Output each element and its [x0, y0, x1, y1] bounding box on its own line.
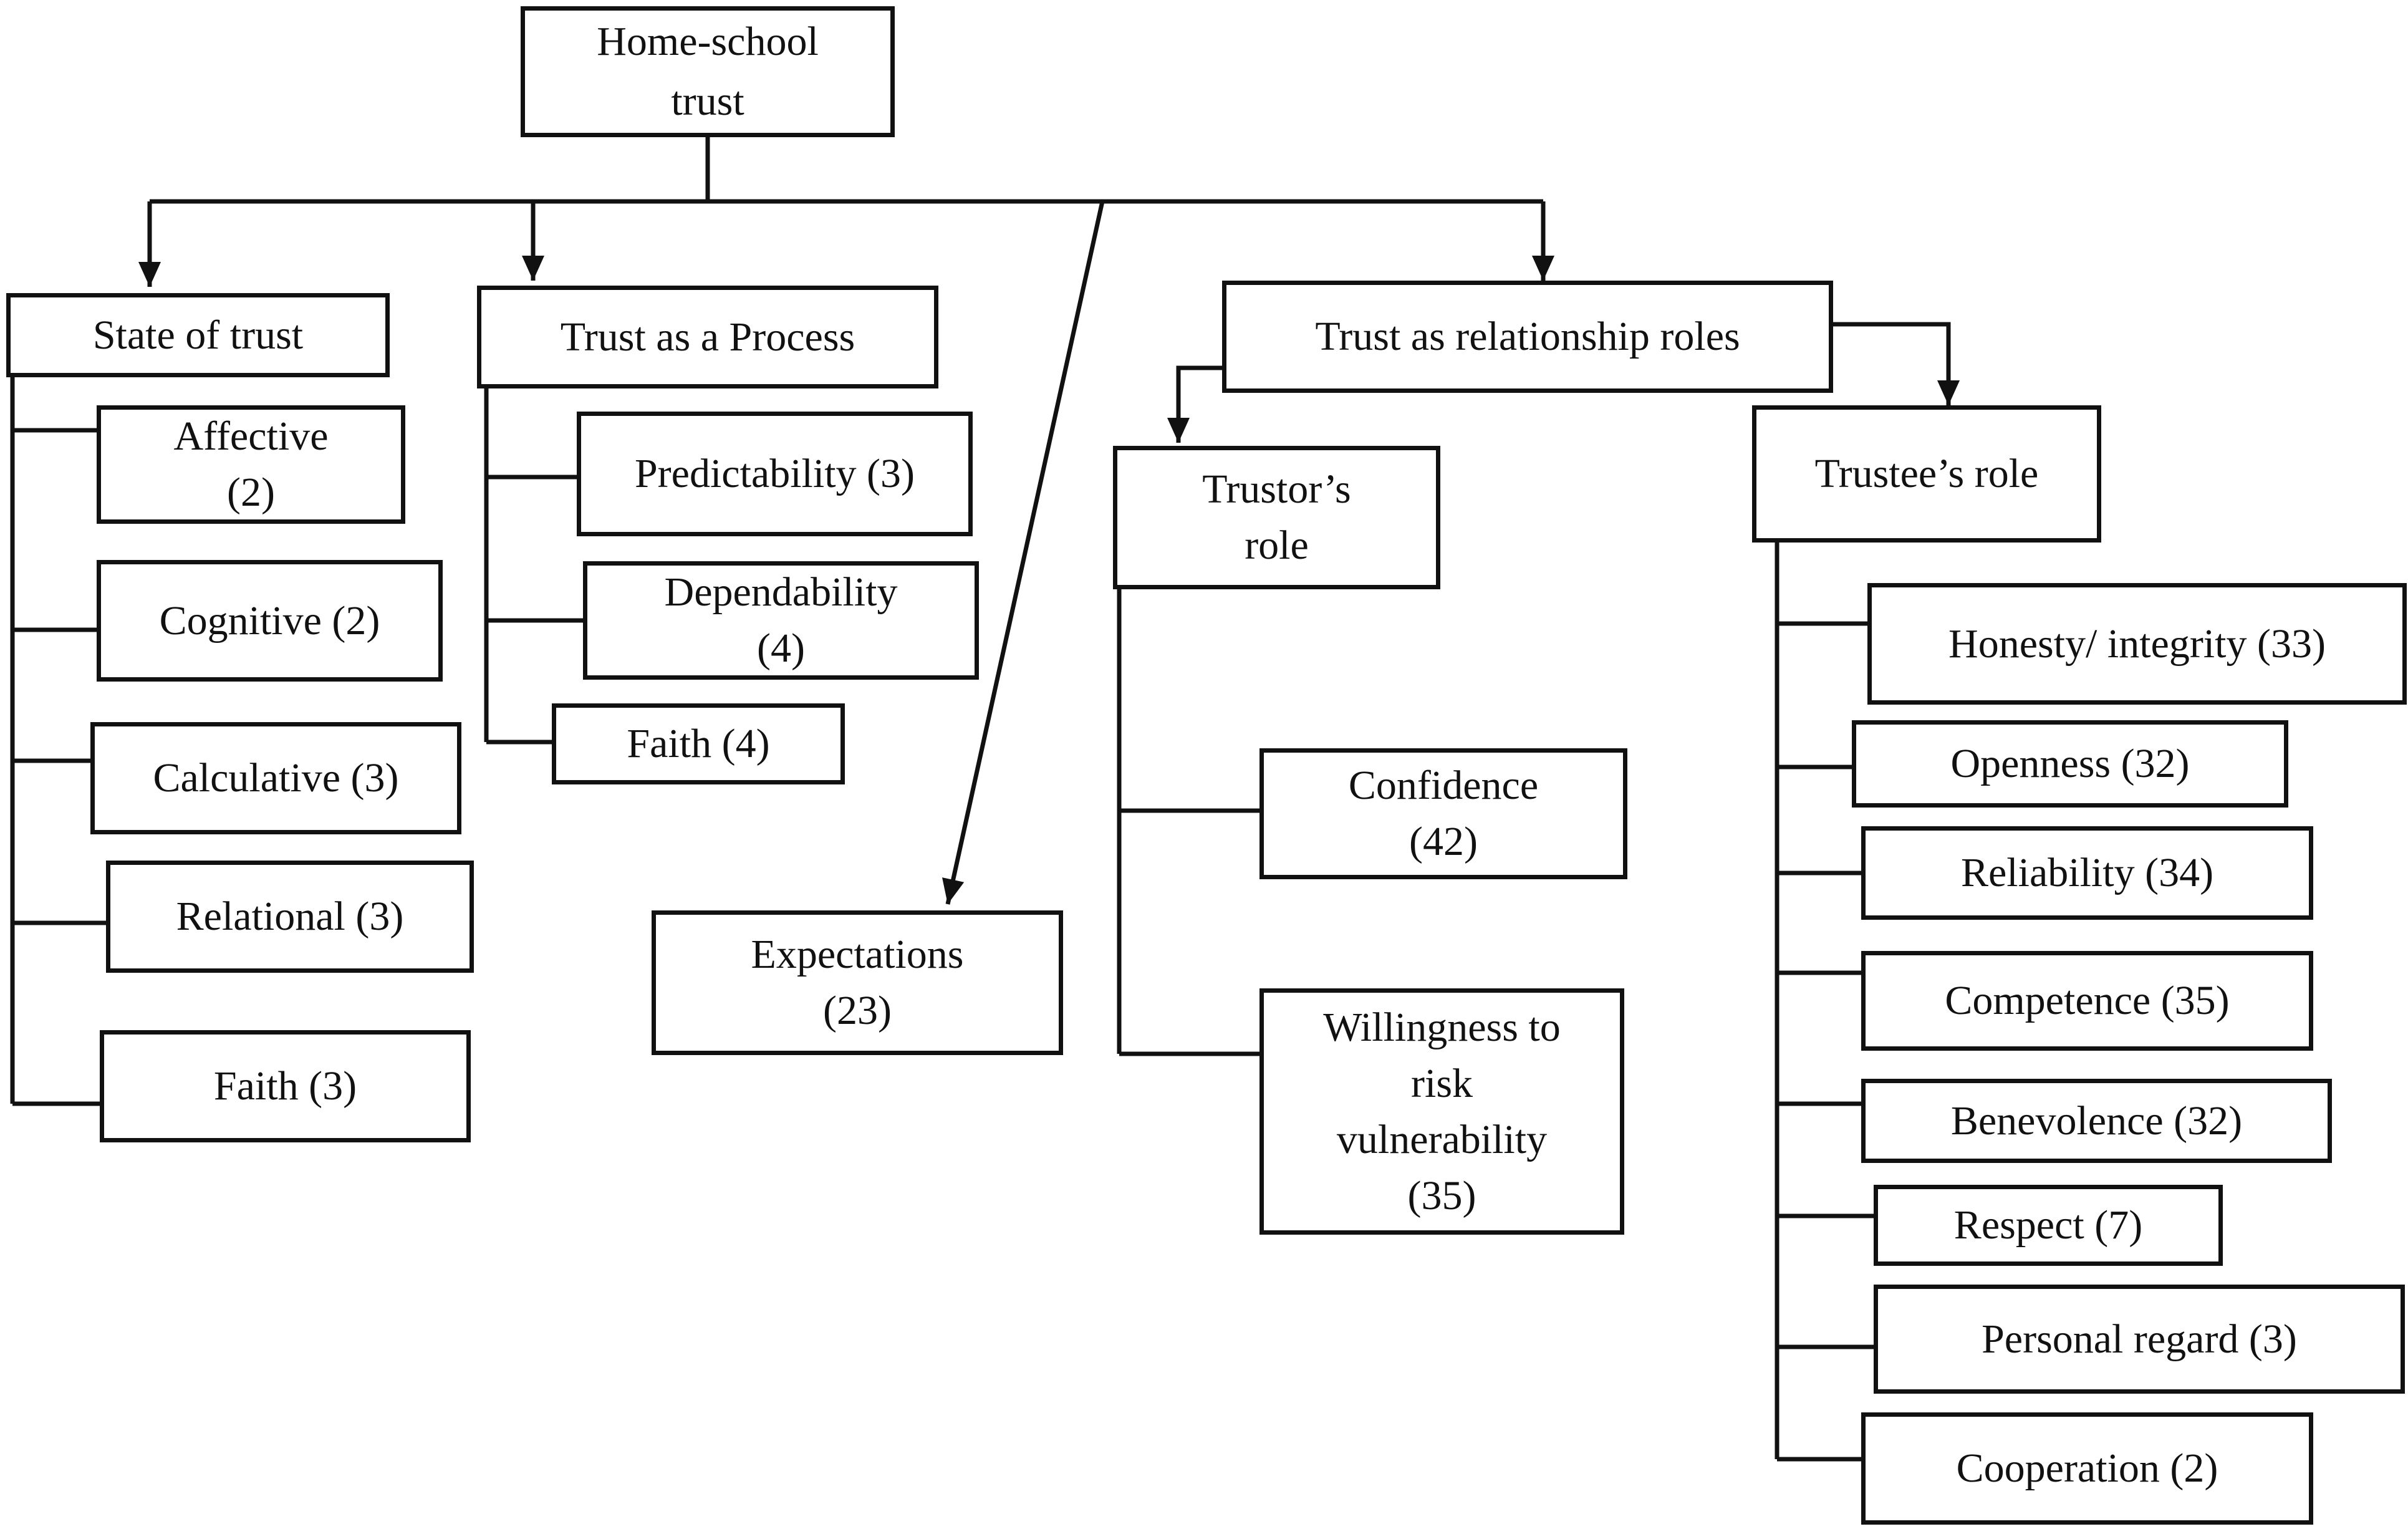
trustor-role-label: Trustor’s role [1202, 466, 1351, 568]
trustor-item-confidence: Confidence (42) [1259, 748, 1627, 879]
relationship-roles-label: Trust as relationship roles [1315, 314, 1740, 359]
trustee-role-label: Trustee’s role [1814, 451, 2039, 496]
state-item-relational: Relational (3) [106, 861, 474, 973]
state-item-affective: Affective (2) [97, 405, 405, 524]
state-of-trust-node: State of trust [6, 293, 390, 377]
root-node: Home-school trust [521, 6, 895, 137]
trustee-item-reliability: Reliability (34) [1861, 826, 2313, 920]
arrow-to-expectations [942, 201, 1105, 905]
trustee-item-competence: Competence (35) [1861, 951, 2313, 1051]
state-item-calculative: Calculative (3) [90, 722, 461, 834]
state-item-faith: Faith (3) [100, 1030, 471, 1142]
root-label: Home-school trust [597, 19, 819, 124]
process-item-dependability: Dependability (4) [583, 561, 979, 680]
arrow-to-trustor [1167, 365, 1226, 443]
trustee-item-cooperation: Cooperation (2) [1861, 1412, 2313, 1525]
trustor-item-willingness: Willingness to risk vulnerability (35) [1259, 988, 1624, 1235]
trustee-item-personal-regard: Personal regard (3) [1874, 1285, 2405, 1394]
process-node: Trust as a Process [477, 286, 938, 388]
process-label: Trust as a Process [560, 314, 855, 360]
trustee-item-openness: Openness (32) [1852, 720, 2288, 808]
trustee-item-benevolence: Benevolence (32) [1861, 1079, 2332, 1163]
expectations-label: Expectations (23) [751, 932, 964, 1033]
expectations-node: Expectations (23) [652, 910, 1063, 1055]
trustee-role-node: Trustee’s role [1752, 405, 2101, 543]
state-item-cognitive: Cognitive (2) [97, 560, 443, 682]
trustee-item-honesty: Honesty/ integrity (33) [1867, 583, 2407, 705]
process-item-faith: Faith (4) [552, 703, 845, 784]
state-of-trust-label: State of trust [92, 312, 304, 358]
arrow-to-trustee [1833, 322, 1960, 405]
trustee-item-respect: Respect (7) [1874, 1185, 2223, 1266]
process-item-predictability: Predictability (3) [577, 412, 973, 536]
relationship-roles-node: Trust as relationship roles [1222, 281, 1833, 393]
trustor-role-node: Trustor’s role [1113, 446, 1440, 589]
